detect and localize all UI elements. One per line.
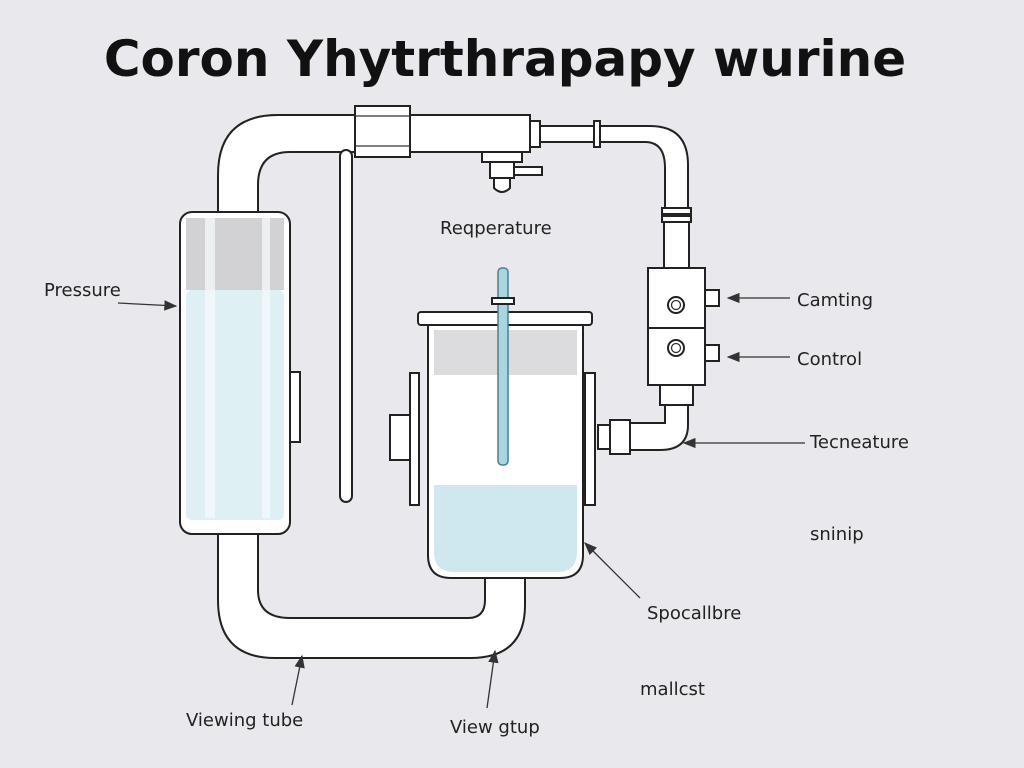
label-pressure: Pressure: [44, 280, 121, 301]
dial-icon: [667, 339, 685, 357]
top-pipe: [217, 105, 692, 269]
thin-tube: [339, 149, 353, 503]
label-sninip: sninip: [810, 524, 864, 545]
dial-icon: [667, 296, 685, 314]
pressure-cylinder: [179, 211, 301, 535]
label-temperature-top: Reqperature: [440, 218, 552, 239]
label-mallcst: mallcst: [640, 679, 705, 700]
label-spocallbre: Spocallbre: [647, 603, 741, 624]
control-valve: [597, 267, 720, 455]
viewing-tube-pipe: [217, 533, 526, 659]
diagram-title: Coron Yhytrthrapapy wurine: [104, 30, 906, 88]
label-viewing-tube: Viewing tube: [186, 710, 303, 731]
label-tecneature: Tecneature: [809, 432, 909, 453]
reaction-beaker: [389, 267, 596, 579]
stirring-rod: [497, 267, 509, 466]
label-control: Control: [797, 349, 862, 370]
nozzle: [481, 151, 523, 163]
label-view-gtup: View gtup: [450, 717, 540, 738]
label-camting: Camting: [797, 290, 873, 311]
callout-arrows: [117, 292, 805, 709]
pipe-coupling: [354, 105, 411, 158]
